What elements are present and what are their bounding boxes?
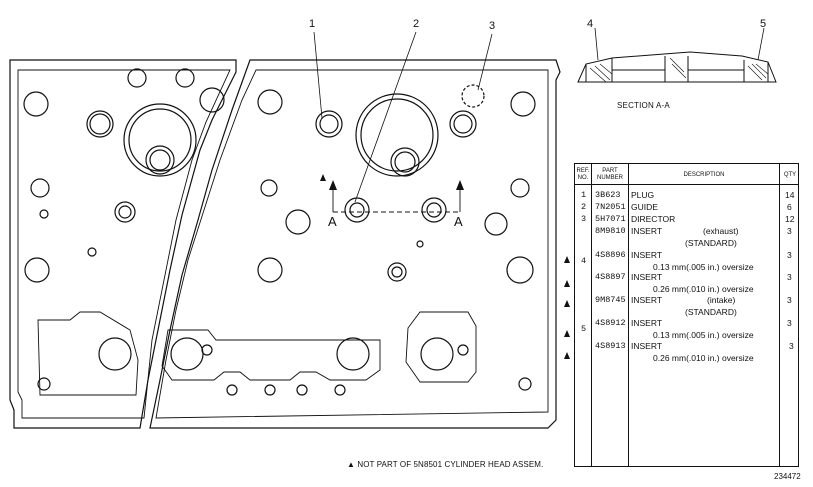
row1-desc: PLUG bbox=[631, 190, 655, 200]
row3-ref: 3 bbox=[581, 214, 587, 224]
head-outline-left bbox=[9, 59, 237, 429]
row4-desc-mid: (exhaust) bbox=[703, 226, 739, 236]
callout-5: 5 bbox=[760, 18, 767, 30]
row5-part: 4S8896 bbox=[595, 250, 626, 260]
row4-desc2: (STANDARD) bbox=[685, 238, 737, 248]
section-label: SECTION A-A bbox=[617, 101, 670, 110]
row1-part: 3B623 bbox=[595, 190, 621, 200]
row5-qty: 3 bbox=[787, 250, 792, 260]
row8-desc: INSERT bbox=[631, 318, 663, 328]
section-profile bbox=[577, 51, 777, 83]
head-outline-right bbox=[149, 59, 561, 429]
row2-ref: 2 bbox=[581, 202, 587, 212]
figure-number: 234472 bbox=[774, 472, 801, 481]
row4-qty: 3 bbox=[787, 226, 792, 236]
row5-desc: INSERT bbox=[631, 250, 663, 260]
row5-ref: 4 bbox=[581, 256, 587, 266]
row6-desc: INSERT bbox=[631, 272, 663, 282]
row9-qty: 3 bbox=[789, 341, 794, 351]
row5-desc2: 0.13 mm(.005 in.) oversize bbox=[653, 262, 754, 272]
row1-qty: 14 bbox=[785, 190, 795, 200]
row7-desc2: (STANDARD) bbox=[685, 307, 737, 317]
parts-table: REF. NO. PART NUMBER DESCRIPTION QTY 1 3… bbox=[574, 163, 799, 467]
section-arrow-left-label: A bbox=[328, 214, 337, 229]
row6-desc2: 0.26 mm(.010 in.) oversize bbox=[653, 284, 754, 294]
row7-part: 9M8745 bbox=[595, 295, 626, 305]
header-qty: QTY bbox=[783, 172, 797, 178]
row6-qty: 3 bbox=[787, 272, 792, 282]
row7-desc-mid: (intake) bbox=[707, 295, 736, 305]
callout-3: 3 bbox=[489, 20, 496, 32]
row8-desc2: 0.13 mm(.005 in.) oversize bbox=[653, 330, 754, 340]
row3-qty: 12 bbox=[785, 214, 795, 224]
header-ref: REF. NO. bbox=[576, 168, 590, 181]
row8-part: 4S8912 bbox=[595, 318, 626, 328]
row4-desc: INSERT bbox=[631, 226, 663, 236]
row2-qty: 6 bbox=[787, 202, 792, 212]
section-arrow-right-label: A bbox=[454, 214, 463, 229]
callout-4: 4 bbox=[587, 18, 594, 30]
callout-2: 2 bbox=[413, 18, 420, 30]
row9-desc2: 0.26 mm(.010 in.) oversize bbox=[653, 353, 754, 363]
row6-part: 4S8897 bbox=[595, 272, 626, 282]
row8-qty: 3 bbox=[787, 318, 792, 328]
row9-desc: INSERT bbox=[631, 341, 663, 351]
header-desc: DESCRIPTION bbox=[683, 172, 725, 178]
footnote: ▲ NOT PART OF 5N8501 CYLINDER HEAD ASSEM… bbox=[347, 460, 544, 469]
row2-desc: GUIDE bbox=[631, 202, 658, 212]
row3-part: 5H7071 bbox=[595, 214, 626, 224]
row8-ref: 5 bbox=[581, 324, 587, 334]
callout-1: 1 bbox=[309, 18, 316, 30]
row3-desc: DIRECTOR bbox=[631, 214, 676, 224]
row2-part: 7N2051 bbox=[595, 202, 626, 212]
row7-desc: INSERT bbox=[631, 295, 663, 305]
header-part: PART NUMBER bbox=[596, 168, 623, 181]
row9-part: 4S8913 bbox=[595, 341, 626, 351]
row1-ref: 1 bbox=[581, 190, 587, 200]
row4-part: 8M9810 bbox=[595, 226, 626, 236]
row7-qty: 3 bbox=[787, 295, 792, 305]
